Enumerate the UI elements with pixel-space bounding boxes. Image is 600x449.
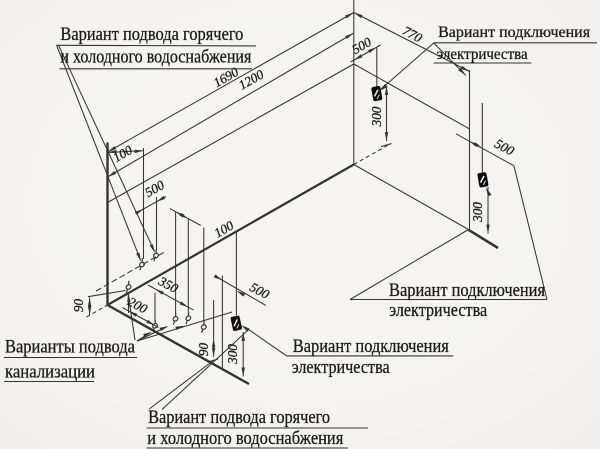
svg-text:Вариант подключения: Вариант подключения xyxy=(389,281,545,301)
svg-text:300: 300 xyxy=(470,202,485,223)
svg-text:Вариант подвода горячего: Вариант подвода горячего xyxy=(60,25,243,45)
svg-text:электричества: электричества xyxy=(389,301,487,321)
svg-text:Вариант подключения: Вариант подключения xyxy=(438,24,590,41)
svg-text:300: 300 xyxy=(225,344,240,365)
svg-text:Вариант подключения: Вариант подключения xyxy=(293,337,449,357)
svg-text:90: 90 xyxy=(71,299,86,313)
svg-text:электричества: электричества xyxy=(437,46,528,63)
svg-text:300: 300 xyxy=(369,106,384,127)
svg-text:Варианты подвода: Варианты подвода xyxy=(5,338,135,358)
svg-text:канализации: канализации xyxy=(5,363,95,383)
svg-text:и холодного водоснабжения: и холодного водоснабжения xyxy=(147,429,343,449)
svg-text:90: 90 xyxy=(196,343,211,357)
svg-text:и холодного водоснабжения: и холодного водоснабжения xyxy=(60,47,251,67)
svg-text:Вариант подвода горячего: Вариант подвода горячего xyxy=(148,408,330,428)
svg-text:электричества: электричества xyxy=(292,358,390,378)
